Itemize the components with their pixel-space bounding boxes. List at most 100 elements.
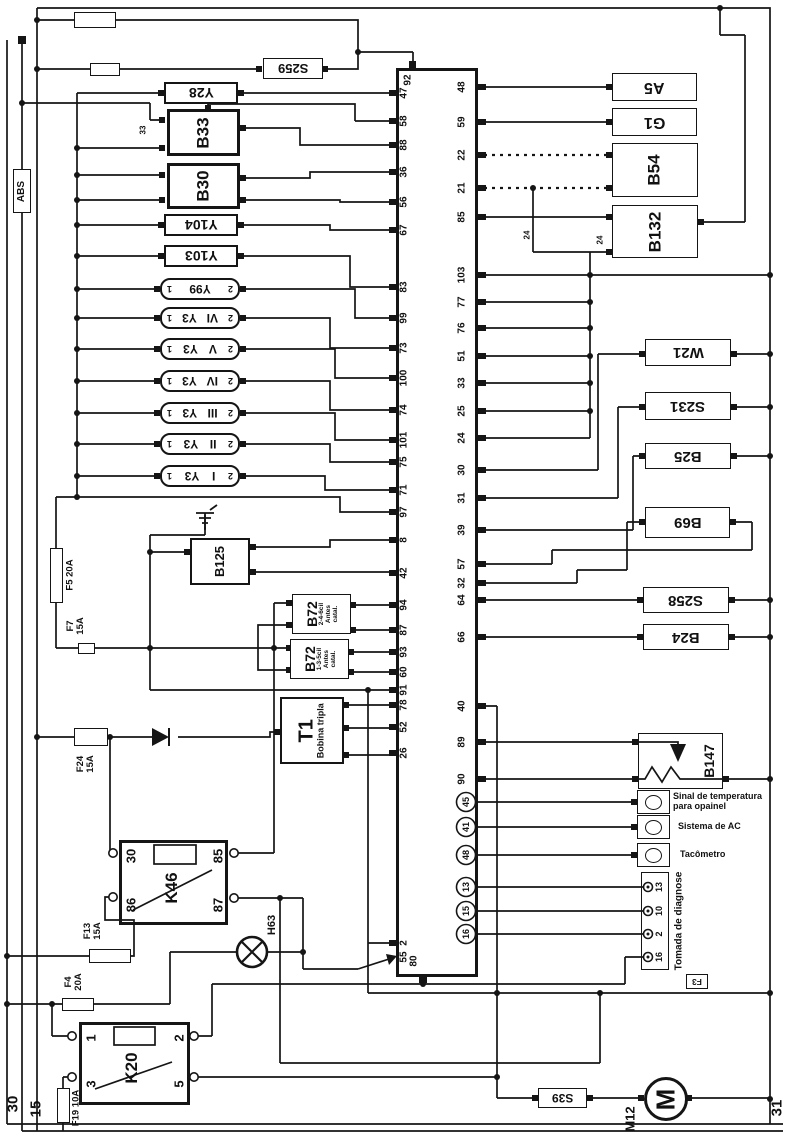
b25-label: B25 xyxy=(674,447,702,465)
b72-sensor-135: B72 1-3-5cil Antes catal. xyxy=(290,639,349,679)
y3-label: Y3 xyxy=(182,406,198,420)
pin1: 1 xyxy=(167,376,173,386)
m12-motor: M xyxy=(644,1077,688,1121)
b125-sensor: B125 xyxy=(190,538,250,585)
fuse-f13 xyxy=(89,949,131,963)
f3-tag: F3 xyxy=(686,974,708,989)
ecu-circled-pin-45: 45 xyxy=(461,796,471,808)
w21-label: W21 xyxy=(672,344,704,361)
ecu-circled-pin-16: 16 xyxy=(461,928,471,940)
diagnostic-pin-16: 16 xyxy=(654,951,664,963)
b132-label: B132 xyxy=(644,211,664,252)
injector-y3-5: 2 V Y3 1 xyxy=(160,338,240,360)
pin2: 2 xyxy=(227,439,233,449)
terminal-31-label: 31 xyxy=(768,1099,786,1117)
terminal-15-label: 15 xyxy=(27,1100,45,1118)
ecu-left-pin-101: 101 xyxy=(398,431,410,449)
ecu-right-pin-30: 30 xyxy=(456,464,468,476)
ecu-left-pin-74: 74 xyxy=(398,404,410,416)
k46-pin85-label: 85 xyxy=(210,848,226,864)
ecu-left-pin-75: 75 xyxy=(398,456,410,468)
fuse-f24 xyxy=(74,728,108,746)
pin1: 1 xyxy=(167,408,173,418)
ecu-right-pin-59: 59 xyxy=(456,116,468,128)
s258-switch: S258 xyxy=(643,587,729,613)
g1-unit: G1 xyxy=(612,108,697,136)
b30-label: B30 xyxy=(193,170,213,202)
cyl: V xyxy=(208,342,217,356)
y3-label: Y3 xyxy=(183,342,198,356)
ecu-right-pin-103: 103 xyxy=(456,266,468,284)
ecu-right-pin-32: 32 xyxy=(456,577,468,589)
b147-sensor xyxy=(638,733,723,789)
ecu-left-pin-60: 60 xyxy=(398,666,410,678)
t1-coil: T1 Bobina tripla xyxy=(280,697,344,764)
tacho-annotation: Tacômetro xyxy=(680,849,726,859)
ecu-left-pin-71: 71 xyxy=(398,484,410,496)
k46-pin30-label: 30 xyxy=(123,848,139,864)
y99-pin1: 1 xyxy=(167,284,173,294)
ecu-right-pin-48: 48 xyxy=(456,81,468,93)
y28-label: Y28 xyxy=(188,85,214,101)
ecu-right-pin-57: 57 xyxy=(456,558,468,570)
ac-indicator xyxy=(637,815,670,839)
ecu-right-pin-85: 85 xyxy=(456,211,468,223)
fuse-f19 xyxy=(57,1088,70,1123)
ecu-right-pin-39: 39 xyxy=(456,524,468,536)
ecu-right-pin-90: 90 xyxy=(456,773,468,785)
k20-pin1-label: 1 xyxy=(83,1034,99,1042)
diagnostic-socket-label: Tomada de diagnose xyxy=(673,871,685,971)
terminal-30-label: 30 xyxy=(4,1095,22,1113)
s231-switch: S231 xyxy=(645,392,731,420)
h63-label: H63 xyxy=(266,914,278,936)
cyl: IV xyxy=(206,374,219,388)
pin1: 1 xyxy=(167,344,173,354)
ecu-left-pin-83: 83 xyxy=(398,281,410,293)
diagnostic-pin-2: 2 xyxy=(654,931,664,937)
ecu-right-pin-33: 33 xyxy=(456,377,468,389)
t1-text: T1 Bobina tripla xyxy=(296,702,327,759)
b69-sensor: B69 xyxy=(645,507,730,538)
ecu-circled-pin-48: 48 xyxy=(461,849,471,861)
pin1: 1 xyxy=(167,471,173,481)
b72b-text: B72 1-3-5cil Antes catal. xyxy=(301,646,336,672)
pin2: 2 xyxy=(227,471,233,481)
ecu-left-pin-97: 97 xyxy=(398,506,410,518)
ecu-left-pin-94: 94 xyxy=(398,599,410,611)
y3-label: Y3 xyxy=(183,437,199,451)
wire-33-label: 33 xyxy=(138,125,148,135)
ecu-circled-pin-15: 15 xyxy=(461,905,471,917)
motor-symbol: M xyxy=(650,1088,681,1110)
indicator-circle xyxy=(645,819,662,835)
abs-module: ABS xyxy=(13,169,31,213)
y3-label: Y3 xyxy=(182,311,197,325)
ecu-left-pin-91: 91 xyxy=(398,684,410,696)
ecu-right-pin-40: 40 xyxy=(456,700,468,712)
s231-label: S231 xyxy=(670,397,706,415)
b24-sensor: B24 xyxy=(643,624,729,650)
w21-unit: W21 xyxy=(645,339,731,366)
y99-pin2: 2 xyxy=(227,284,233,294)
b54-label: B54 xyxy=(645,154,664,186)
indicator-circle xyxy=(645,794,662,810)
s259-switch: S259 xyxy=(263,58,323,79)
ecu-right-pin-22: 22 xyxy=(456,149,468,161)
b33-label: B33 xyxy=(193,116,213,149)
ecu-left-pin-88: 88 xyxy=(398,139,410,151)
k20-pin5-label: 5 xyxy=(171,1080,187,1088)
ecu-left-pin-55: 55 xyxy=(398,951,410,963)
series-resistor-top xyxy=(74,12,116,28)
injector-y3-2: 2 II Y3 1 xyxy=(160,433,240,455)
k46-pin87-label: 87 xyxy=(210,897,226,913)
ecu-connector xyxy=(396,68,478,977)
series-resistor-2 xyxy=(90,63,120,76)
y99-injector: 2 Y99 1 xyxy=(160,278,240,300)
pin2: 2 xyxy=(227,313,233,323)
k20-pin2-label: 2 xyxy=(171,1034,187,1042)
